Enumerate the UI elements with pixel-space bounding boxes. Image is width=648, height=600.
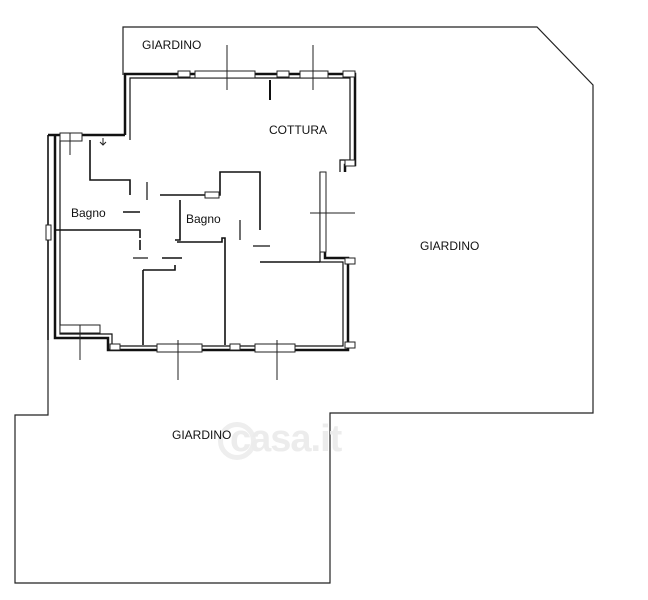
outer-wall-right bbox=[53, 135, 350, 352]
window bbox=[156, 343, 203, 353]
window bbox=[194, 70, 256, 79]
interior-wall bbox=[89, 140, 131, 195]
window bbox=[319, 171, 327, 253]
room-label-bagno-right: Bagno bbox=[186, 212, 221, 226]
watermark-logo-icon bbox=[218, 422, 256, 460]
room-label-cottura: COTTURA bbox=[269, 123, 327, 137]
window bbox=[299, 70, 329, 79]
window bbox=[254, 343, 296, 353]
garden-boundary bbox=[14, 26, 594, 584]
room-label-giardino-top: GIARDINO bbox=[142, 38, 202, 52]
room-label-giardino-bottom: GIARDINO bbox=[172, 428, 232, 442]
room-label-giardino-right: GIARDINO bbox=[420, 239, 480, 253]
room-label-bagno-left: Bagno bbox=[71, 206, 106, 220]
watermark: casa.it bbox=[230, 418, 342, 460]
